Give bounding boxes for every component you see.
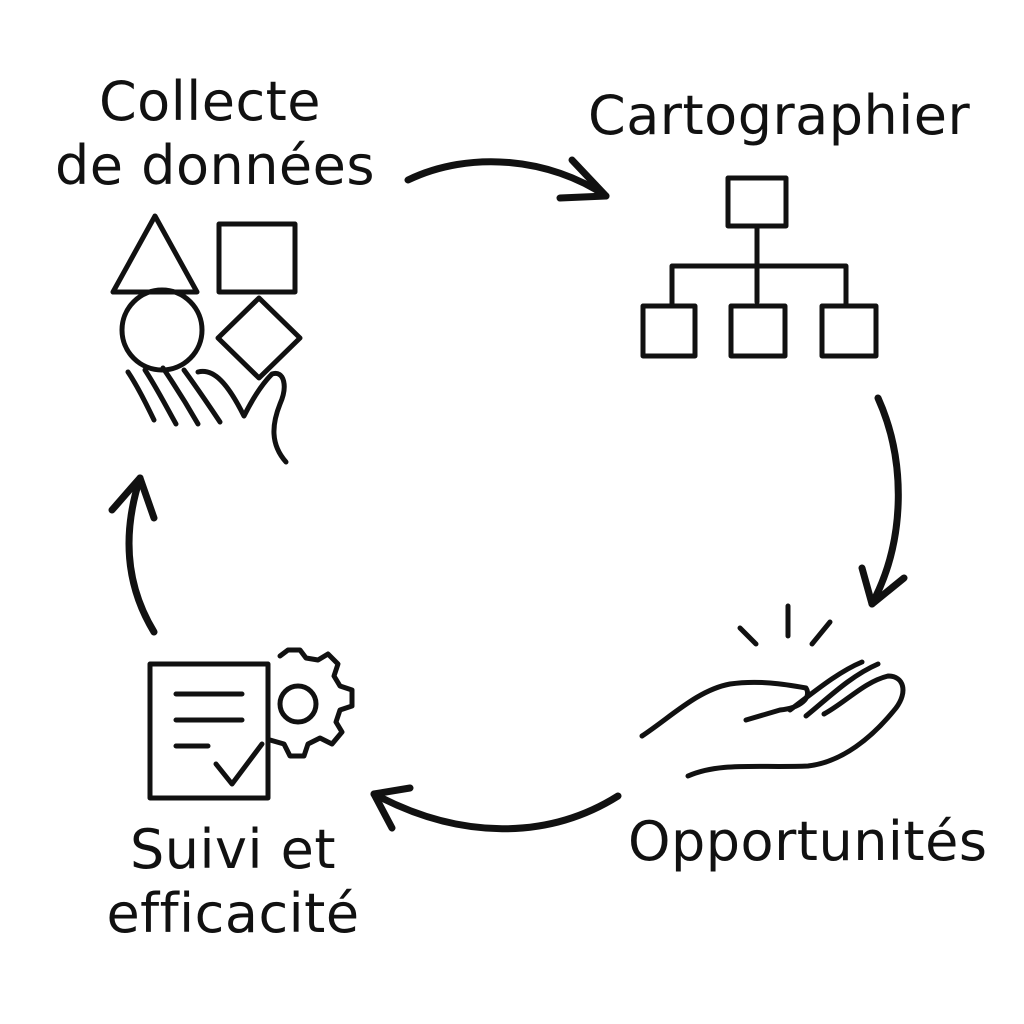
circle-shape: [119, 287, 205, 373]
document-lines: [173, 691, 245, 749]
cycle-arrows: [108, 156, 908, 833]
arrow-bottom-shaft: [370, 790, 622, 833]
arrow-top-shaft: [404, 158, 610, 200]
org-chart-connectors: [669, 223, 849, 309]
step-3-label: Opportunités: [628, 810, 987, 874]
arrow-right: [858, 394, 908, 608]
step-4-label-line-2: efficacité: [106, 882, 360, 945]
step-1-label-line-1: Collecte: [98, 70, 322, 133]
step-2-label: Cartographier: [588, 84, 970, 148]
step-2-label-line-1: Cartographier: [588, 84, 971, 147]
arrow-left: [108, 474, 158, 636]
arrow-top: [404, 156, 610, 202]
step-1-label: Collecte de données: [55, 70, 376, 198]
arrow-bottom: [370, 784, 622, 833]
document-sheet: [147, 661, 271, 801]
org-chart-node-right: [819, 303, 879, 359]
org-chart-node-left: [640, 303, 698, 359]
arrow-top-head: [556, 156, 610, 202]
step-4-label: Suivi et efficacité: [88, 818, 378, 946]
step-4-label-line-1: Suivi et: [129, 818, 337, 881]
hand-outline: [639, 659, 906, 779]
org-chart-icon: [640, 175, 879, 359]
sparkle-lines: [737, 603, 833, 647]
arrow-left-head: [108, 474, 158, 522]
shapes-in-hand-icon: [110, 213, 303, 465]
arrow-bottom-head: [370, 784, 414, 832]
check-mark: [213, 741, 265, 787]
gear-hole: [277, 683, 319, 725]
diamond-shape: [215, 295, 303, 381]
arrow-left-shaft: [125, 474, 158, 636]
checklist-gear-icon: [147, 647, 355, 801]
step-1-label-line-2: de données: [55, 134, 376, 197]
triangle-shape: [110, 213, 200, 295]
org-chart-top-node: [725, 175, 789, 229]
arrow-right-shaft: [868, 394, 902, 608]
gear-outline: [267, 647, 355, 759]
org-chart-node-middle: [728, 303, 788, 359]
square-shape: [216, 221, 298, 295]
hand-fingers: [125, 365, 223, 427]
step-3-label-line-1: Opportunités: [628, 810, 988, 873]
arrow-right-head: [858, 564, 908, 608]
open-hand-icon: [639, 603, 906, 779]
gear-icon: [267, 647, 355, 759]
hand-thumb: [195, 368, 289, 465]
